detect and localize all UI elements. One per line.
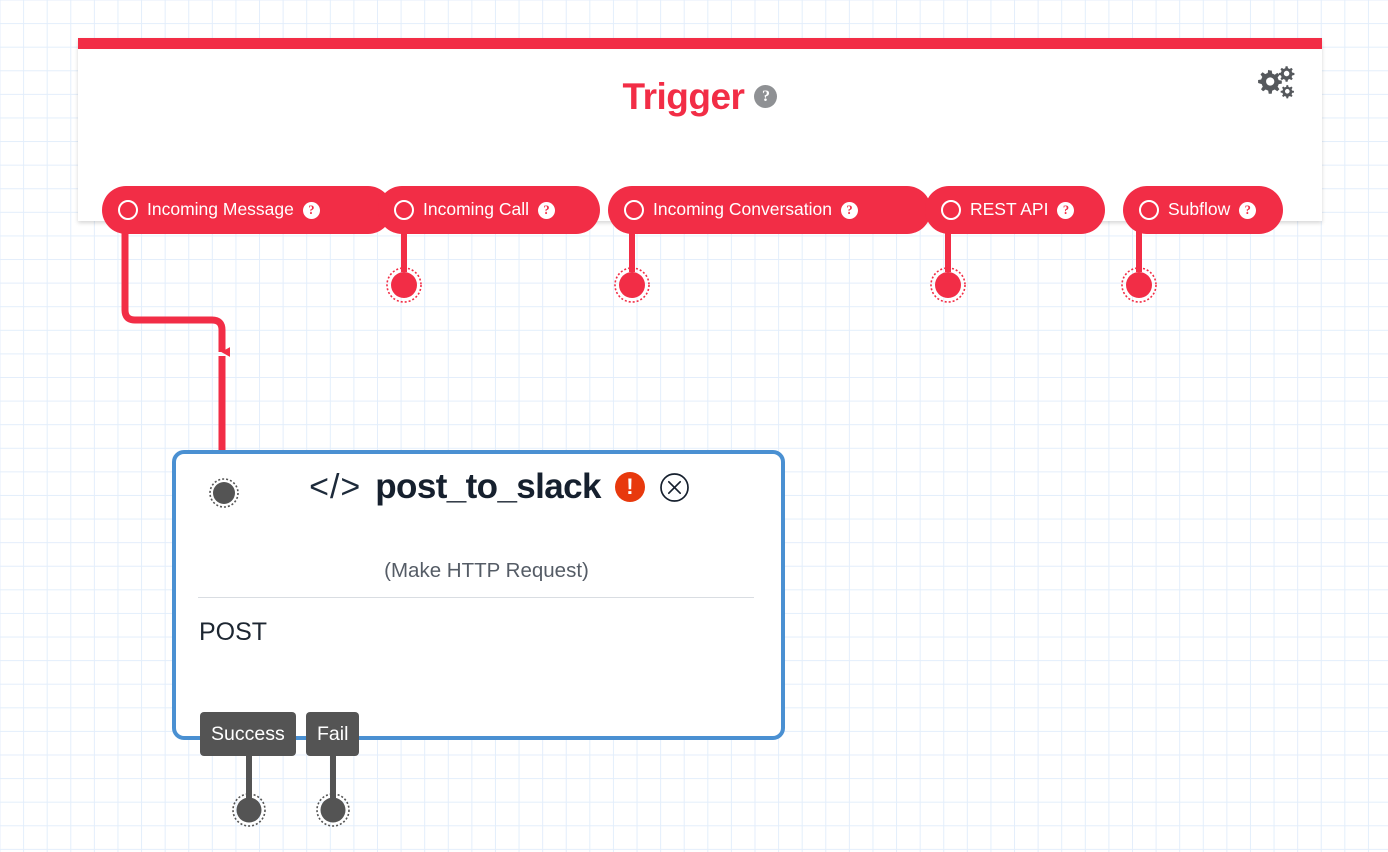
- trigger-pill-label: Incoming Call: [423, 199, 530, 220]
- trigger-pill-incoming-message[interactable]: Incoming Message ?: [102, 186, 392, 234]
- trigger-port-icon[interactable]: [941, 200, 961, 220]
- trigger-pill-label: Subflow: [1168, 199, 1231, 220]
- close-icon-svg: [660, 472, 689, 502]
- trigger-pill-label: Incoming Message: [147, 199, 294, 220]
- trigger-pill-label: REST API: [970, 199, 1049, 220]
- node-divider: [198, 597, 754, 598]
- node-header: </> post_to_slack !: [176, 467, 781, 507]
- trigger-accent-bar: [78, 38, 1322, 49]
- node-output-success[interactable]: Success: [200, 712, 296, 756]
- trigger-panel: Trigger ? Incoming Message ? Incoming Ca…: [78, 38, 1322, 234]
- trigger-port-icon[interactable]: [1139, 200, 1159, 220]
- trigger-pill-help-icon[interactable]: ?: [538, 201, 556, 219]
- trigger-pill-help-icon[interactable]: ?: [1057, 201, 1075, 219]
- close-icon[interactable]: [659, 472, 690, 503]
- trigger-pill-incoming-call[interactable]: Incoming Call ?: [378, 186, 600, 234]
- node-card-post-to-slack[interactable]: </> post_to_slack ! (Make HTTP Request) …: [172, 450, 785, 740]
- page-title: Trigger: [622, 76, 745, 117]
- code-brackets-icon: </>: [309, 468, 362, 507]
- trigger-pill-help-icon[interactable]: ?: [840, 201, 858, 219]
- trigger-pill-subflow[interactable]: Subflow ?: [1123, 186, 1283, 234]
- error-icon[interactable]: !: [614, 472, 645, 503]
- gears-icon-svg: [1258, 66, 1295, 99]
- trigger-pill-list: Incoming Message ? Incoming Call ? Incom…: [78, 186, 1322, 234]
- trigger-port-icon[interactable]: [394, 200, 414, 220]
- node-output-fail[interactable]: Fail: [306, 712, 360, 756]
- node-input-port-icon: [209, 478, 239, 508]
- node-http-method: POST: [199, 618, 268, 646]
- trigger-pill-rest-api[interactable]: REST API ?: [925, 186, 1105, 234]
- trigger-pill-incoming-conversation[interactable]: Incoming Conversation ?: [608, 186, 931, 234]
- trigger-title-row: Trigger ?: [78, 78, 1322, 115]
- gears-icon[interactable]: [1252, 60, 1300, 108]
- trigger-port-icon[interactable]: [118, 200, 138, 220]
- trigger-port-icon[interactable]: [624, 200, 644, 220]
- node-title: post_to_slack: [375, 467, 601, 506]
- trigger-help-icon[interactable]: ?: [754, 85, 778, 108]
- trigger-pill-label: Incoming Conversation: [653, 199, 832, 220]
- node-subtitle: (Make HTTP Request): [384, 559, 589, 582]
- trigger-pill-help-icon[interactable]: ?: [302, 201, 320, 219]
- trigger-pill-help-icon[interactable]: ?: [1239, 201, 1257, 219]
- node-input-port[interactable]: [209, 478, 239, 508]
